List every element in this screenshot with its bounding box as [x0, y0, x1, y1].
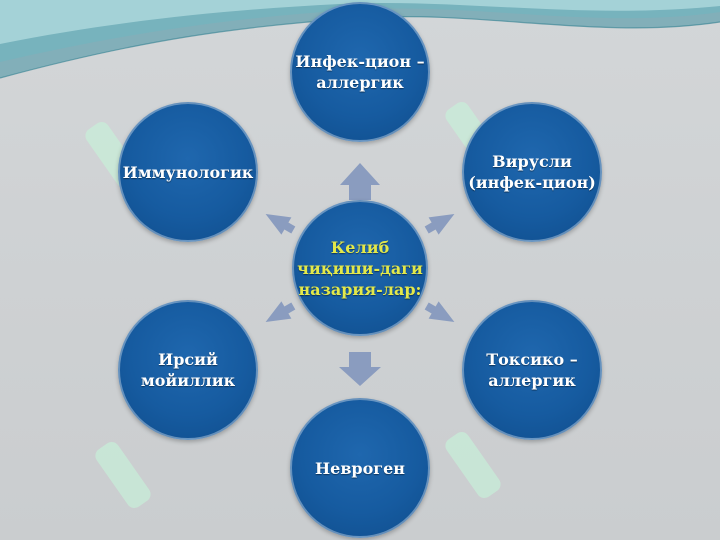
arrow-up-left-icon	[265, 214, 296, 235]
node-top-right-label: Вирусли (инфек-цион)	[468, 152, 596, 192]
node-bottom-right: Токсико – аллергик	[462, 300, 602, 440]
arrow-down-right-icon	[424, 301, 455, 322]
arrow-down-left-icon	[265, 301, 296, 322]
node-top-left: Иммунологик	[118, 102, 258, 242]
node-top-label: Инфек-цион – аллергик	[295, 52, 425, 92]
node-top: Инфек-цион – аллергик	[290, 2, 430, 142]
center-node: Келиб чиқиши-даги назария-лар:	[292, 200, 428, 336]
node-bottom-left-label: Ирсий мойиллик	[140, 350, 236, 390]
node-bottom-left: Ирсий мойиллик	[118, 300, 258, 440]
arrow-up-icon	[340, 163, 380, 200]
node-bottom-label: Невроген	[315, 458, 405, 478]
arrow-up-right-icon	[424, 214, 455, 235]
arrow-down-icon	[339, 352, 381, 386]
node-top-right: Вирусли (инфек-цион)	[462, 102, 602, 242]
node-bottom-right-label: Токсико – аллергик	[486, 350, 578, 390]
node-bottom: Невроген	[290, 398, 430, 538]
node-top-left-label: Иммунологик	[122, 162, 254, 182]
center-label: Келиб чиқиши-даги назария-лар:	[297, 237, 423, 299]
